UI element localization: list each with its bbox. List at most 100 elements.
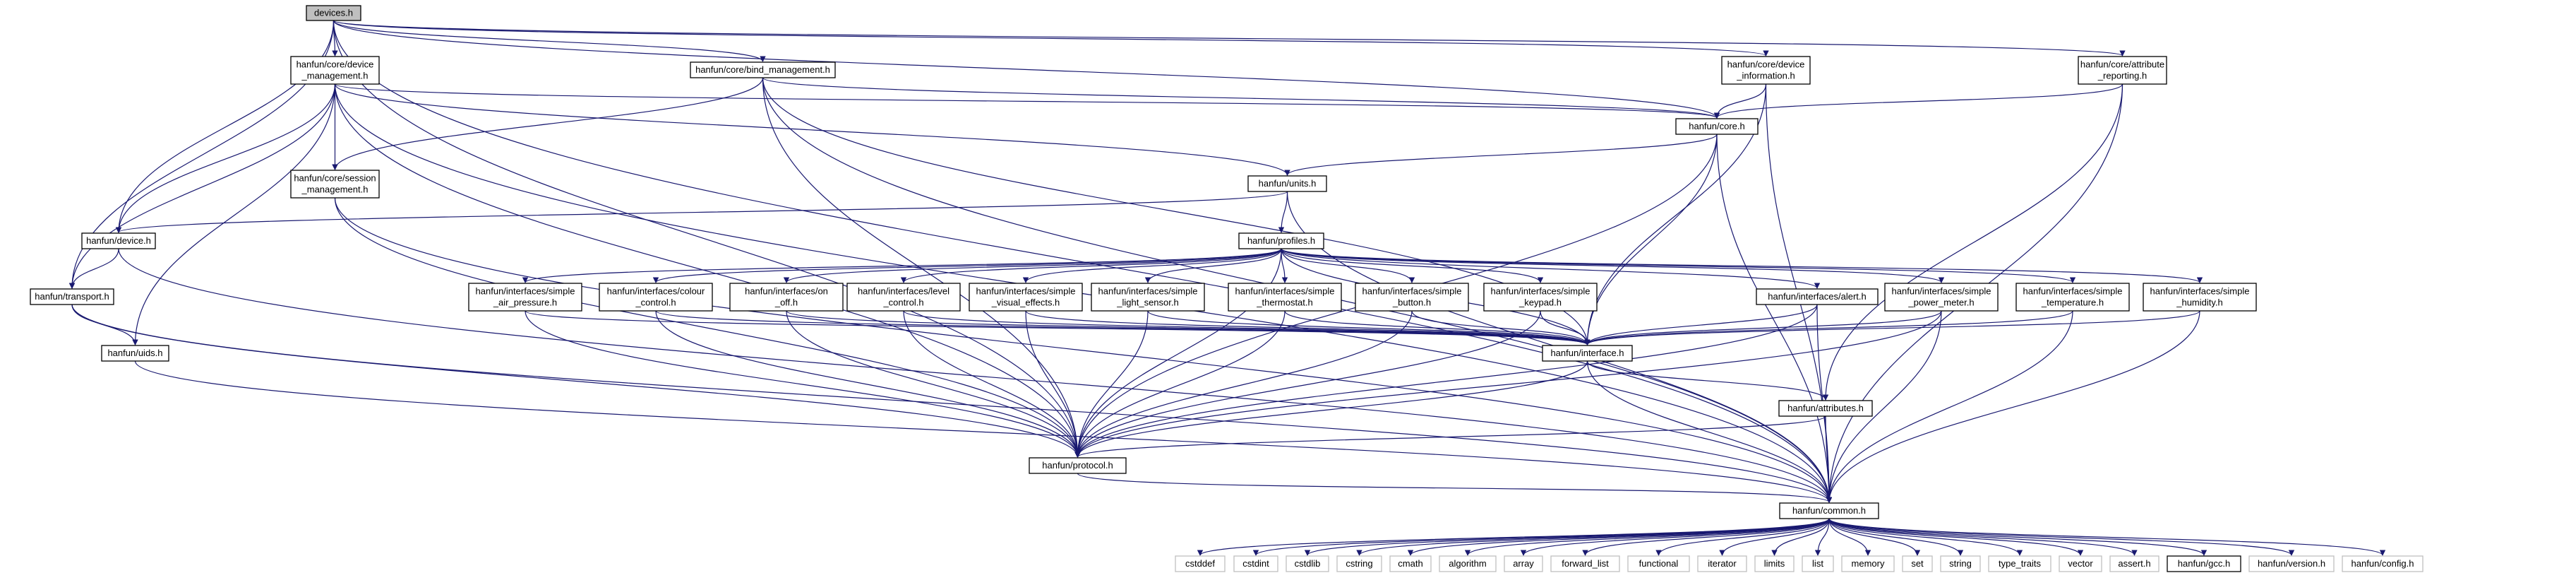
node-uids[interactable]: hanfun/uids.h [101, 345, 169, 362]
node-box [846, 283, 961, 312]
node-label: hanfun/interfaces/simple [1362, 286, 1462, 297]
node-forward-list: forward_list [1550, 555, 1620, 572]
node-label: hanfun/interfaces/simple [1892, 286, 1991, 297]
node-i-humid[interactable]: hanfun/interfaces/simple_humidity.h [2143, 283, 2257, 312]
node-label: hanfun/config.h [2352, 558, 2414, 569]
edge-i_visual-to-interface [1025, 310, 1590, 345]
node-label: hanfun/core/attribute [2080, 59, 2164, 70]
node-box [1988, 555, 2051, 572]
node-common[interactable]: hanfun/common.h [1779, 502, 1879, 519]
node-box [1627, 555, 1690, 572]
node-label: cstddef [1185, 558, 1215, 569]
node-label: hanfun/attributes.h [1787, 403, 1864, 413]
node-label: forward_list [1562, 558, 1609, 569]
edge-i_colour-to-interface [655, 310, 1590, 345]
node-string: string [1940, 555, 1981, 572]
node-i-button[interactable]: hanfun/interfaces/simple_button.h [1355, 283, 1469, 312]
node-label: memory [1852, 558, 1885, 569]
node-i-thermo[interactable]: hanfun/interfaces/simple_thermostat.h [1228, 283, 1342, 312]
node-version: hanfun/version.h [2248, 555, 2335, 572]
node-label: set [1911, 558, 1924, 569]
node-interface[interactable]: hanfun/interface.h [1542, 345, 1633, 362]
node-bind-mgmt[interactable]: hanfun/core/bind_management.h [690, 61, 836, 78]
edge-common-to-vector [1828, 518, 2084, 556]
node-label: devices.h [314, 8, 353, 18]
node-box [729, 283, 844, 312]
edge-common-to-limits [1771, 518, 1830, 556]
edge-i_air-to-interface [525, 310, 1590, 345]
edge-common-to-cstddef [1197, 518, 1830, 556]
edge-device-to-common [118, 248, 1833, 503]
node-device[interactable]: hanfun/device.h [81, 232, 156, 249]
node-dev-info[interactable]: hanfun/core/device_information.h [1721, 56, 1811, 85]
node-box [1841, 555, 1895, 572]
node-label: hanfun/uids.h [107, 348, 162, 358]
node-i-light[interactable]: hanfun/interfaces/simple_light_sensor.h [1091, 283, 1205, 312]
node-label: hanfun/interfaces/alert.h [1768, 291, 1866, 302]
node-dev-mgmt[interactable]: hanfun/core/device_management.h [290, 56, 380, 85]
node-box [1550, 555, 1620, 572]
edge-common-to-config [1828, 518, 2385, 556]
node-protocol[interactable]: hanfun/protocol.h [1029, 457, 1127, 474]
node-box [81, 232, 156, 249]
node-i-alert[interactable]: hanfun/interfaces/alert.h [1756, 288, 1879, 305]
node-box [1336, 555, 1382, 572]
node-gcc[interactable]: hanfun/gcc.h [2167, 555, 2241, 572]
edge-devices-to-dev_info [333, 20, 1769, 57]
node-units[interactable]: hanfun/units.h [1247, 175, 1327, 192]
node-box [468, 283, 582, 312]
edge-interface-to-protocol [1074, 360, 1588, 458]
node-box [1884, 283, 1999, 312]
node-i-temp[interactable]: hanfun/interfaces/simple_temperature.h [2015, 283, 2130, 312]
node-label: iterator [1708, 558, 1737, 569]
node-label: hanfun/interfaces/simple [1491, 286, 1590, 297]
node-attributes[interactable]: hanfun/attributes.h [1778, 400, 1873, 417]
node-limits: limits [1754, 555, 1795, 572]
node-label: vector [2068, 558, 2093, 569]
node-transport[interactable]: hanfun/transport.h [30, 288, 114, 305]
node-i-onoff[interactable]: hanfun/interfaces/on_off.h [729, 283, 844, 312]
node-devices[interactable]: devices.h [306, 5, 361, 21]
node-label: functional [1639, 558, 1679, 569]
node-session[interactable]: hanfun/core/session_management.h [290, 170, 380, 199]
node-box [969, 283, 1083, 312]
edge-profiles-to-i_onoff [783, 248, 1282, 283]
node-profiles[interactable]: hanfun/profiles.h [1238, 232, 1324, 249]
node-attr-rep[interactable]: hanfun/core/attribute_reporting.h [2078, 56, 2167, 85]
node-box [2015, 283, 2130, 312]
node-label: hanfun/protocol.h [1042, 460, 1113, 471]
edge-protocol-to-common [1077, 473, 1832, 503]
edge-i_power-to-protocol [1074, 310, 1942, 458]
node-i-level[interactable]: hanfun/interfaces/level_control.h [846, 283, 961, 312]
node-box [1091, 283, 1205, 312]
edge-common-to-memory [1828, 518, 1871, 556]
edge-profiles-to-i_light [1144, 248, 1282, 283]
edge-i_temp-to-common [1826, 310, 2073, 503]
node-label: type_traits [1999, 558, 2041, 569]
node-label: _management.h [301, 184, 369, 195]
node-type-traits: type_traits [1988, 555, 2051, 572]
node-i-colour[interactable]: hanfun/interfaces/colour_control.h [599, 283, 713, 312]
edge-units-to-profiles [1278, 191, 1288, 233]
node-i-visual[interactable]: hanfun/interfaces/simple_visual_effects.… [969, 283, 1083, 312]
node-label: hanfun/interfaces/simple [2150, 286, 2250, 297]
node-core[interactable]: hanfun/core.h [1675, 118, 1759, 135]
node-box [1802, 555, 1834, 572]
node-i-air[interactable]: hanfun/interfaces/simple_air_pressure.h [468, 283, 582, 312]
edge-attributes-to-protocol [1074, 415, 1826, 458]
node-i-keypad[interactable]: hanfun/interfaces/simple_keypad.h [1483, 283, 1598, 312]
node-box [1721, 56, 1811, 85]
node-box [290, 56, 380, 85]
node-label: _air_pressure.h [493, 297, 557, 308]
edge-session-to-protocol [334, 197, 1081, 458]
node-label: _humidity.h [2176, 297, 2223, 308]
node-label: hanfun/core/device [1727, 59, 1805, 70]
edge-i_onoff-to-protocol [786, 310, 1081, 458]
node-box [2059, 555, 2102, 572]
edge-i_colour-to-protocol [655, 310, 1081, 458]
node-box [1779, 502, 1879, 519]
edge-interface-to-common [1586, 360, 1833, 503]
node-config: hanfun/config.h [2342, 555, 2424, 572]
node-label: array [1513, 558, 1534, 569]
node-i-power[interactable]: hanfun/interfaces/simple_power_meter.h [1884, 283, 1999, 312]
